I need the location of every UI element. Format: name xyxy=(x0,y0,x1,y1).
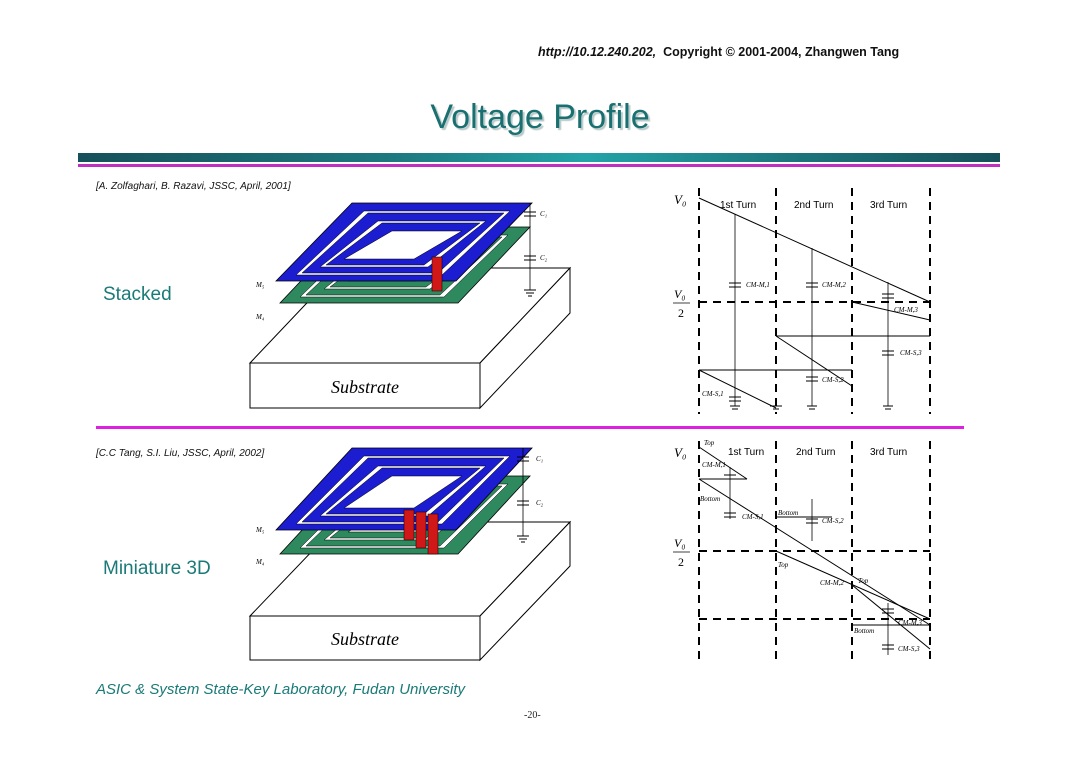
bottom-ramp-1 xyxy=(698,369,777,409)
tb-label-3: Bottom xyxy=(778,509,798,517)
miniature-3d-voltage-profile: V₀ V₀ 2 1st Turn 2nd Turn 3rd Turn xyxy=(673,439,931,663)
m5-label: M₅ xyxy=(255,526,265,534)
cap-label-4: CM-M,2 xyxy=(820,579,844,587)
cap-label-6: CM-S,1 xyxy=(702,390,724,398)
reference-top: [A. Zolfaghari, B. Razavi, JSSC, April, … xyxy=(96,181,291,192)
title-bar xyxy=(78,153,1000,162)
slide-title: Voltage Profile xyxy=(430,98,650,136)
cap-label-1: CM-M,1 xyxy=(746,281,770,289)
section-divider xyxy=(96,426,964,429)
title-underline xyxy=(78,164,1000,167)
ramp-1-top xyxy=(698,446,748,480)
tb-label-2: Bottom xyxy=(700,495,720,503)
v0-label: V₀ xyxy=(674,192,686,207)
cap-label-2: CM-S,1 xyxy=(742,513,764,521)
m4-label: M₄ xyxy=(255,313,265,321)
cap-label-3: CM-S,2 xyxy=(822,517,844,525)
c2-label: C₂ xyxy=(536,499,544,507)
m5-label: M₅ xyxy=(255,281,265,289)
via-red-1 xyxy=(403,509,415,541)
tb-label-1: Top xyxy=(704,439,715,447)
turn-3-label: 3rd Turn xyxy=(870,447,907,458)
reference-bottom: [C.C Tang, S.I. Liu, JSSC, April, 2002] xyxy=(96,448,265,459)
c1-label: C₁ xyxy=(536,455,543,463)
v0-label: V₀ xyxy=(674,445,686,460)
via-red-2 xyxy=(415,511,427,549)
v0-half-den: 2 xyxy=(678,555,684,569)
page-number: -20- xyxy=(524,710,541,721)
footer-lab: ASIC & System State-Key Laboratory, Fuda… xyxy=(96,681,466,698)
substrate-front-face xyxy=(249,615,481,661)
c2-label: C₂ xyxy=(540,254,548,262)
bottom-ramp-3 xyxy=(851,301,931,321)
substrate-label: Substrate xyxy=(331,377,399,397)
turn-1-label: 1st Turn xyxy=(728,447,764,458)
m4-label: M₄ xyxy=(255,558,265,566)
cap-label-5: CM-S,2 xyxy=(822,376,844,384)
v0-half-num: V₀ xyxy=(674,536,686,550)
tb-label-5: Top xyxy=(858,577,869,585)
miniature-3d-inductor-drawing: Substrate C₁ C₂ M₅ M₄ xyxy=(248,447,572,662)
substrate-label: Substrate xyxy=(331,629,399,649)
cap-label-4: CM-S,3 xyxy=(900,349,922,357)
cap-label-3: CM-M,3 xyxy=(894,306,918,314)
c1-label: C₁ xyxy=(540,210,547,218)
header-url: http://10.12.240.202, xyxy=(538,45,657,59)
label-stacked: Stacked xyxy=(103,284,172,305)
via-red-3 xyxy=(427,513,439,555)
turn-3-label: 3rd Turn xyxy=(870,200,907,211)
copyright-header: http://10.12.240.202, Copyright © 2001-2… xyxy=(538,45,899,59)
tb-label-6: Bottom xyxy=(854,627,874,635)
blue-coil-center xyxy=(343,475,463,509)
cap-label-2: CM-M,2 xyxy=(822,281,846,289)
v0-half-den: 2 xyxy=(678,306,684,320)
stacked-inductor-drawing: Substrate C₁ C₂ M₅ M₄ xyxy=(248,202,572,410)
top-ramp xyxy=(698,197,931,303)
label-miniature-3d: Miniature 3D xyxy=(103,558,211,579)
header-copyright: Copyright © 2001-2004, Zhangwen Tang xyxy=(663,45,900,59)
substrate-front-face xyxy=(249,362,481,409)
v0-half-num: V₀ xyxy=(674,287,686,301)
turn-1-label: 1st Turn xyxy=(720,200,756,211)
main-ramp xyxy=(698,478,931,626)
stacked-voltage-profile: V₀ V₀ 2 1st Turn 2nd Turn 3rd Turn xyxy=(673,188,931,414)
ramp-3 xyxy=(851,584,931,650)
tb-label-4: Top xyxy=(778,561,789,569)
cap-label-6: CM-S,3 xyxy=(898,645,920,653)
blue-coil-center xyxy=(343,230,463,260)
cap-label-5: CM-M,3 xyxy=(898,619,922,627)
via-red xyxy=(431,256,443,292)
turn-2-label: 2nd Turn xyxy=(794,200,833,211)
ramp-2 xyxy=(775,550,931,620)
bottom-ramp-2 xyxy=(775,335,853,387)
cap-label-1: CM-M,1 xyxy=(702,461,726,469)
turn-2-label: 2nd Turn xyxy=(796,447,835,458)
